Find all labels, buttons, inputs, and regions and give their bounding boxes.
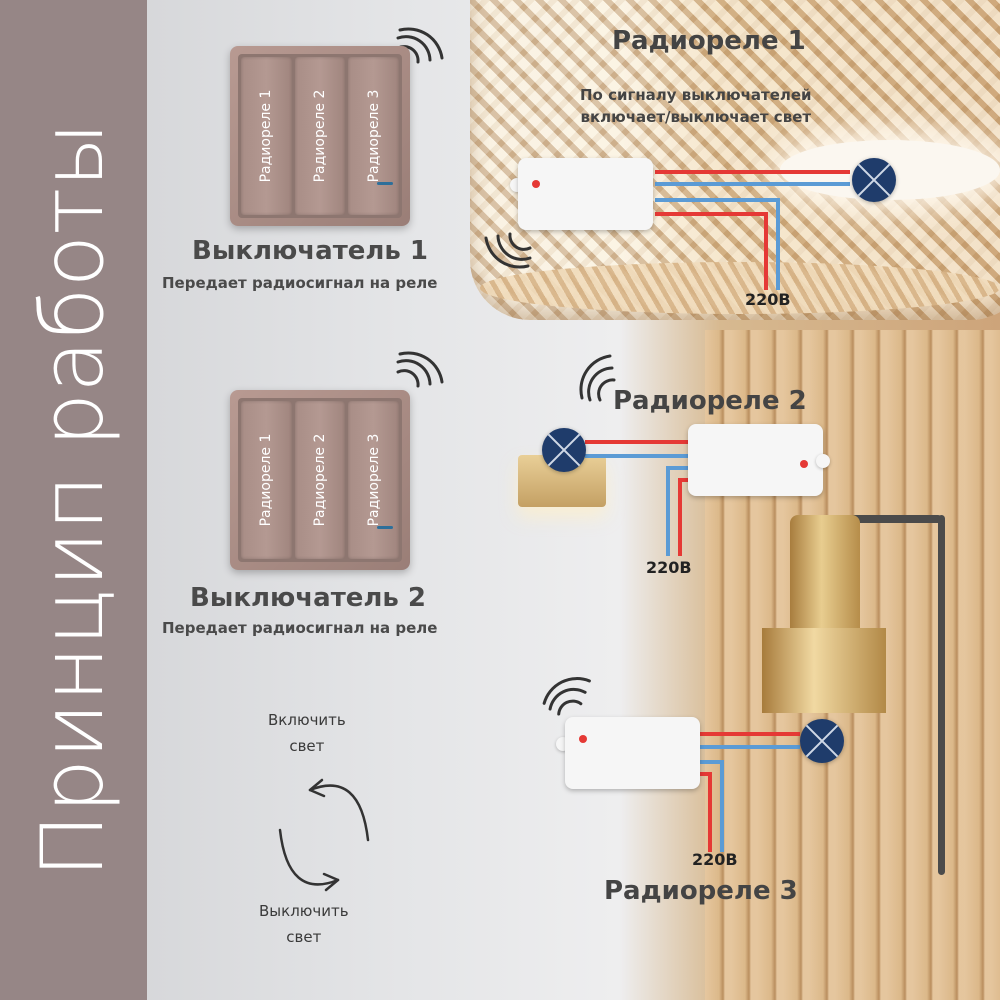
switch-2-rocker-1[interactable]: Радиореле 1	[241, 401, 292, 559]
switch-1-rocker-1[interactable]: Радиореле 1	[241, 57, 292, 215]
switch-1-subtitle: Передает радиосигнал на реле	[162, 274, 438, 292]
rocker-label: Радиореле 1	[258, 89, 275, 183]
rocker-label: Радиореле 2	[312, 89, 328, 183]
pendant-rod-horizontal	[842, 515, 942, 523]
relay-1-description-line2: включает/выключает свет	[580, 108, 812, 126]
relay-3-wires	[695, 732, 800, 852]
switch-1-rocker-3[interactable]: Радиореле 3	[348, 57, 400, 215]
relay-3-voltage: 220В	[692, 850, 738, 869]
wifi-signal-icon	[542, 677, 591, 716]
relay-3-red-wire-in	[695, 772, 712, 852]
switch-1-title: Выключатель 1	[192, 236, 429, 266]
relay-1-blue-wire-in	[655, 198, 780, 290]
relay-2-blue-wire-in	[666, 466, 690, 556]
relay-1-module	[518, 158, 653, 230]
pendant-rod-vertical	[938, 515, 945, 875]
rocker-label: Радиореле 3	[365, 433, 382, 527]
switch-1-rocker-2[interactable]: Радиореле 2	[294, 57, 346, 215]
rocker-label: Радиореле 3	[365, 89, 382, 183]
cycle-off-label: Выключить свет	[259, 898, 349, 950]
relay-2-voltage: 220В	[646, 558, 692, 577]
rocker-label: Радиореле 2	[312, 433, 328, 527]
switch-2-rocker-2[interactable]: Радиореле 2	[294, 401, 346, 559]
relay-2-red-wire-in	[678, 478, 690, 556]
cycle-off-line2: свет	[286, 928, 322, 946]
cycle-off-line1: Выключить	[259, 902, 349, 920]
relay-3-blue-wire-in	[695, 760, 724, 852]
relay-1-status-led	[532, 180, 540, 188]
relay-2-status-led	[800, 460, 808, 468]
relay-2-title: Радиореле 2	[613, 386, 807, 416]
pendant-lamp-shade	[762, 628, 886, 713]
switch-2-panel: Радиореле 1 Радиореле 2 Радиореле 3	[238, 398, 402, 562]
relay-1-title: Радиореле 1	[612, 26, 806, 56]
cycle-on-label: Включить свет	[268, 707, 346, 759]
switch-2[interactable]: Радиореле 1 Радиореле 2 Радиореле 3	[230, 390, 410, 570]
switch-2-subtitle: Передает радиосигнал на реле	[162, 619, 438, 637]
cycle-on-line1: Включить	[268, 711, 346, 729]
wifi-signal-icon	[396, 351, 444, 388]
relay-2-wires	[585, 440, 690, 556]
lamp-icon	[800, 719, 844, 763]
wifi-signal-icon	[484, 232, 532, 269]
relay-2-module	[688, 424, 823, 496]
relay-2-mount-ear	[816, 454, 830, 468]
lampshade-rim	[480, 262, 1000, 314]
switch-1[interactable]: Радиореле 1 Радиореле 2 Радиореле 3	[230, 46, 410, 226]
rocker-label: Радиореле 1	[258, 433, 275, 527]
lamp-icon	[852, 158, 896, 202]
indicator-led	[377, 182, 394, 185]
wifi-signal-icon	[579, 354, 616, 402]
relay-1-voltage: 220В	[745, 290, 791, 309]
switch-2-rocker-3[interactable]: Радиореле 3	[348, 401, 400, 559]
switch-1-panel: Радиореле 1 Радиореле 2 Радиореле 3	[238, 54, 402, 218]
sidebar: Принцип работы	[0, 0, 147, 1000]
cycle-arrows-icon	[278, 778, 370, 892]
relay-3-title: Радиореле 3	[604, 876, 798, 906]
relay-1-description: По сигналу выключателей включает/выключа…	[580, 84, 812, 128]
cycle-on-line2: свет	[289, 737, 325, 755]
lamp-icon	[542, 428, 586, 472]
switch-2-title: Выключатель 2	[190, 583, 427, 613]
relay-1-wires	[655, 170, 850, 290]
relay-1-red-wire-in	[655, 212, 768, 290]
indicator-led	[377, 526, 394, 529]
relay-1-description-line1: По сигналу выключателей	[580, 86, 812, 104]
pendant-lamp-top	[790, 515, 860, 630]
relay-3-module	[565, 717, 700, 789]
relay-3-status-led	[579, 735, 587, 743]
